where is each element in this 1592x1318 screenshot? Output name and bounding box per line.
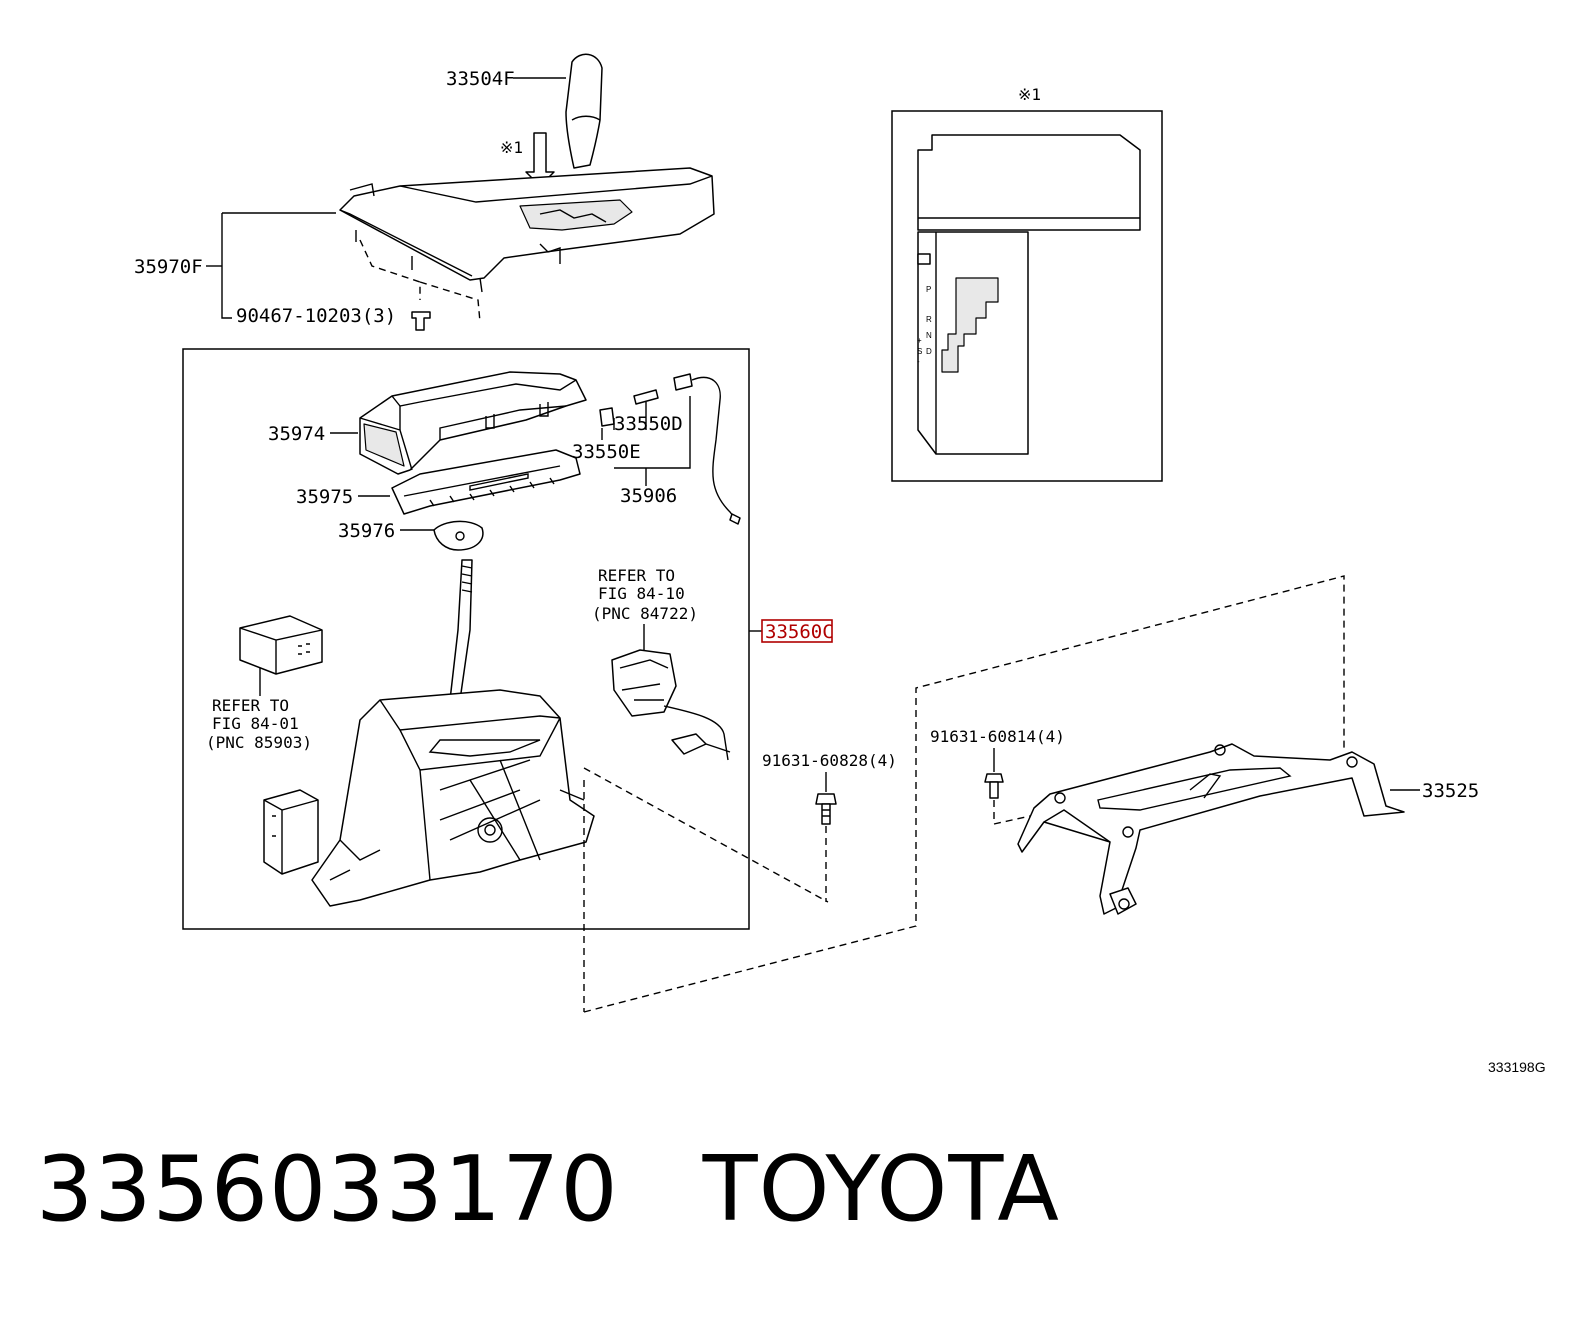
indicator-housing [359, 371, 587, 475]
label-bulb-holder: 33550D [614, 413, 683, 435]
ecu-ref-line3: (PNC 85903) [206, 733, 312, 752]
shift-lever-base [263, 689, 595, 907]
gate-p: P [926, 285, 931, 294]
shift-bezel [339, 167, 715, 293]
inset-mark: ※1 [1018, 85, 1041, 104]
label-slide-plate: 35975 [296, 486, 353, 508]
gate-n: N [926, 331, 932, 340]
wire-harness [673, 373, 741, 525]
label-clip: 90467-10203(3) [236, 305, 396, 327]
label-housing: 35974 [268, 423, 325, 445]
label-harness: 35906 [620, 485, 677, 507]
label-bulb: 33550E [572, 441, 641, 463]
inset-bezel-top-view: P R N D S + - [917, 134, 1141, 455]
shift-lock-ecu [239, 615, 323, 675]
stopper-plate [433, 520, 484, 551]
lock-ref-line3: (PNC 84722) [592, 604, 698, 623]
label-bracket: 33525 [1422, 780, 1479, 802]
lock-ref-line2: FIG 84-10 [598, 584, 685, 603]
label-assembly[interactable]: 33560C [765, 621, 834, 643]
assembly-frame [182, 348, 750, 930]
inset-frame [891, 110, 1163, 482]
note-mark: ※1 [500, 138, 523, 157]
bolt-icon [984, 773, 1004, 799]
gate-r: R [926, 315, 932, 324]
gate-d: D [926, 347, 932, 356]
ecu-ref-line2: FIG 84-01 [212, 714, 299, 733]
clip-icon [411, 311, 431, 331]
part-number: 3356033170 [36, 1137, 619, 1242]
gate-s: S [917, 347, 922, 356]
bolt-icon [815, 793, 837, 825]
label-bezel: 35970F [134, 256, 203, 278]
label-knob: 33504F [446, 68, 515, 90]
slide-plate [391, 449, 581, 515]
mounting-bracket [1017, 743, 1405, 915]
lock-ref-line1: REFER TO [598, 566, 675, 585]
assembly-highlight-box[interactable] [761, 619, 833, 643]
label-stopper: 35976 [338, 520, 395, 542]
label-bolt-a: 91631-60828(4) [762, 751, 897, 770]
shift-lock-solenoid [611, 649, 731, 761]
shift-lever [449, 559, 473, 701]
part-caption: 3356033170 TOYOTA [36, 1140, 1060, 1240]
gate-minus: - [917, 357, 920, 366]
shift-knob [565, 53, 603, 169]
brand-name: TOYOTA [702, 1137, 1060, 1242]
diagram-code: 333198G [1488, 1059, 1546, 1075]
gate-plus: + [917, 336, 922, 345]
label-bolt-b: 91631-60814(4) [930, 727, 1065, 746]
ecu-ref-line1: REFER TO [212, 696, 289, 715]
